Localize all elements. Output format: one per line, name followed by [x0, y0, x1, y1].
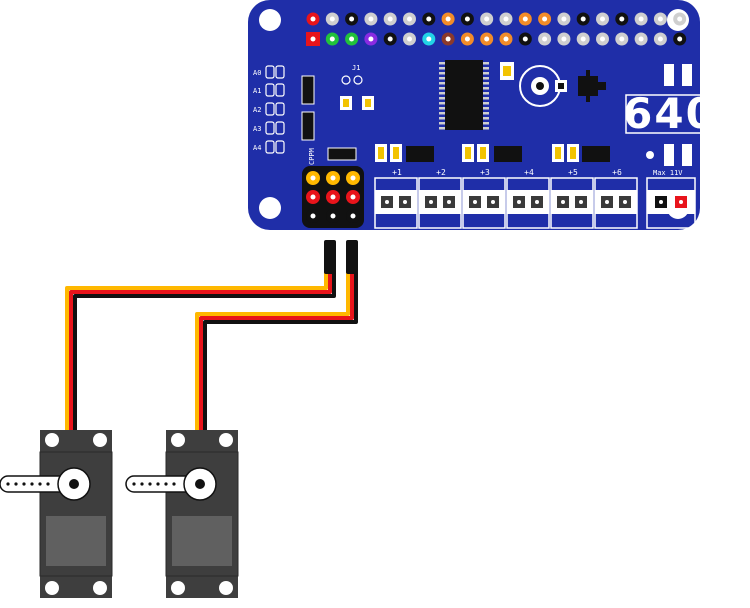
channel-5-terminal: +5: [550, 168, 594, 229]
address-label-a4: A4: [253, 144, 261, 152]
servo-1-power-wire: [69, 268, 332, 432]
channel-3-label: +3: [480, 168, 490, 177]
channel-1-terminal: +1: [374, 168, 418, 229]
mosfet-chips: [406, 146, 610, 162]
channel-4-terminal: +4: [506, 168, 550, 229]
logo-pads-top: [664, 64, 728, 86]
pwm-servo-board: A0 A1 A2 A3 A4 CPPM J1: [248, 0, 728, 231]
cppm-chip: [327, 147, 357, 161]
servo-1-ground-wire: [73, 268, 336, 432]
channel-4-label: +4: [524, 168, 534, 177]
cppm-label: CPPM: [308, 148, 316, 165]
servo-2: [125, 430, 239, 598]
channel-6-label: +6: [612, 168, 622, 177]
servo-1-signal-wire: [65, 268, 328, 432]
servo-1-plug: [324, 240, 336, 274]
electrolytic-capacitor: [519, 65, 567, 107]
board-logo: 640: [623, 89, 717, 138]
address-jumpers: A0 A1 A2 A3 A4: [253, 65, 285, 154]
servo-2-cable: [195, 268, 358, 432]
servo-1: [0, 430, 113, 598]
mounting-hole-bottom-left: [259, 197, 281, 219]
address-label-a3: A3: [253, 125, 261, 133]
indicator-led: [646, 151, 654, 159]
voltage-regulator: [578, 70, 606, 102]
channel-5-label: +5: [568, 168, 578, 177]
channel-1-label: +1: [392, 168, 402, 177]
channel-2-terminal: +2: [418, 168, 462, 229]
servo-1-cable: [65, 268, 336, 432]
servo-2-signal-wire: [195, 268, 350, 432]
logo-pads-bottom: [664, 144, 728, 166]
address-label-a1: A1: [253, 87, 261, 95]
channel-2-label: +2: [436, 168, 446, 177]
pwm-controller-chip: [439, 60, 489, 130]
channel-3-terminal: +3: [462, 168, 506, 229]
power-plus-label: +: [697, 221, 703, 231]
power-terminal: [646, 177, 696, 229]
cppm-header: [302, 166, 364, 228]
servo-2-power-wire: [199, 268, 354, 432]
gpio-header: [306, 12, 687, 46]
address-label-a0: A0: [253, 69, 261, 77]
mounting-hole-top-left: [259, 9, 281, 31]
channel-terminal-blocks: +1 +2 +3 +4 +5 +6: [374, 168, 638, 229]
j1-connector: [341, 75, 363, 85]
servo-2-ground-wire: [203, 268, 358, 432]
address-label-a2: A2: [253, 106, 261, 114]
power-label: Max 11V: [653, 169, 683, 177]
filter-capacitors: [375, 144, 579, 162]
resistor-array: [301, 75, 315, 141]
j1-label: J1: [352, 64, 360, 72]
logo-frame: [625, 94, 715, 134]
j1-capacitors: [340, 96, 374, 110]
servo-2-plug: [346, 240, 358, 274]
channel-6-terminal: +6: [594, 168, 638, 229]
